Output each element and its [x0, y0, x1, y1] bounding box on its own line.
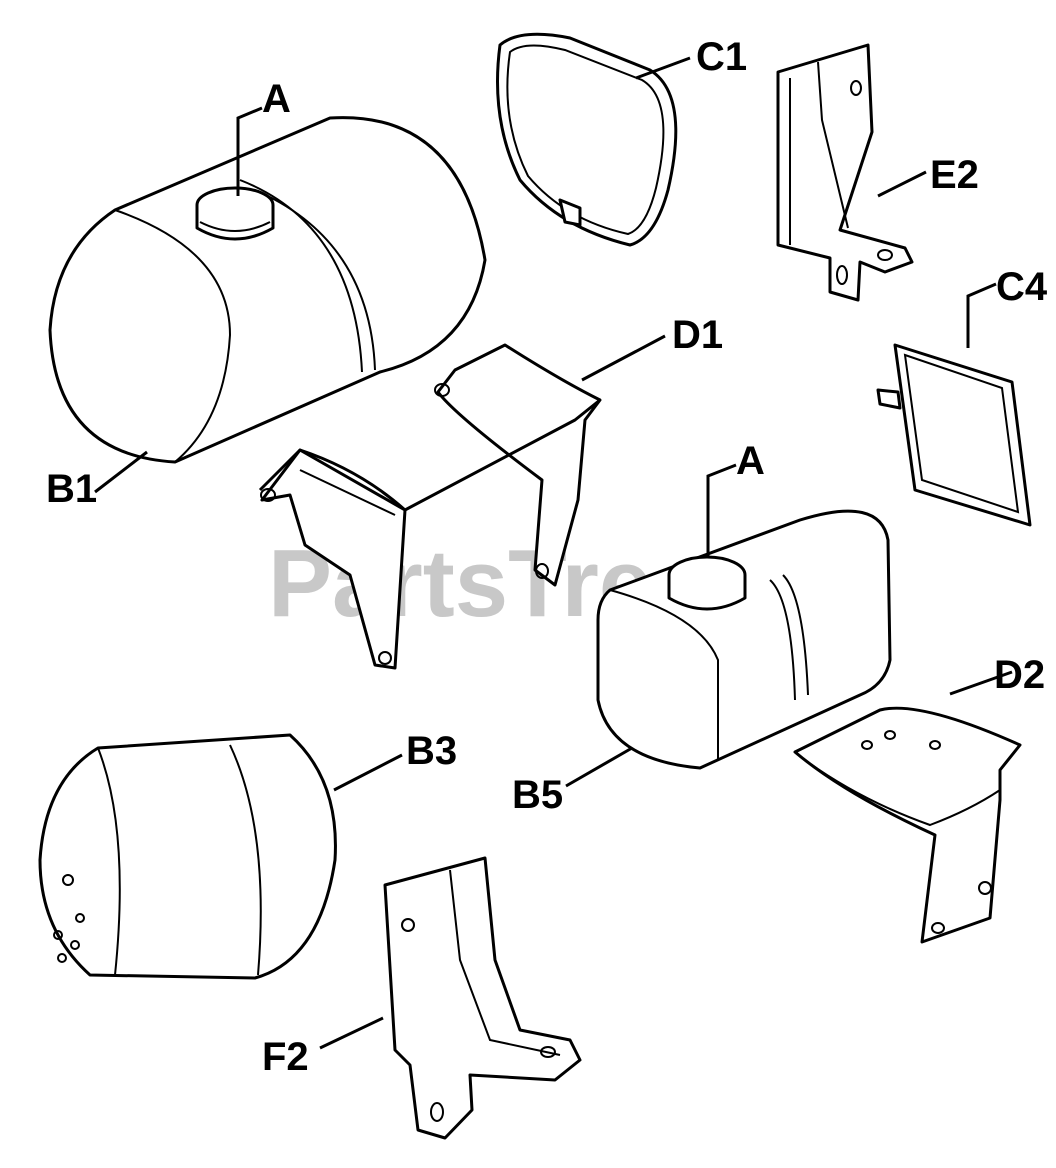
- leader-a-mid: [706, 463, 737, 558]
- leader-b3: [333, 753, 403, 792]
- label-a-top: A: [262, 77, 291, 121]
- leader-d1: [581, 334, 666, 382]
- leader-c1: [635, 56, 691, 80]
- label-d2: D2: [994, 653, 1045, 697]
- leader-a-top: [236, 106, 263, 196]
- leader-c4: [966, 282, 997, 348]
- part-c1-strap[interactable]: [496, 32, 678, 247]
- label-d1: D1: [672, 313, 723, 357]
- leader-e2: [877, 170, 927, 198]
- part-e2-bracket[interactable]: [776, 43, 914, 302]
- label-b5: B5: [512, 773, 563, 817]
- label-f2: F2: [262, 1035, 309, 1079]
- part-f2-bracket[interactable]: [383, 856, 582, 1140]
- part-d2-bracket[interactable]: [793, 706, 1022, 944]
- label-b3: B3: [406, 729, 457, 773]
- leader-f2: [319, 1016, 384, 1050]
- label-c4: C4: [996, 265, 1048, 309]
- label-e2: E2: [930, 153, 979, 197]
- leader-d2: [949, 670, 1013, 696]
- label-b1: B1: [46, 467, 97, 511]
- leader-b1: [94, 450, 148, 494]
- part-b5-tank[interactable]: [596, 509, 892, 770]
- part-b3-tank[interactable]: [38, 733, 337, 980]
- label-c1: C1: [696, 35, 747, 79]
- label-a-mid: A: [736, 439, 765, 483]
- part-d1-bracket[interactable]: [258, 343, 602, 670]
- part-b1-tank[interactable]: [48, 116, 487, 464]
- leader-lines: [94, 56, 1013, 1050]
- part-c4-strap[interactable]: [876, 343, 1032, 527]
- leader-b5: [565, 746, 633, 788]
